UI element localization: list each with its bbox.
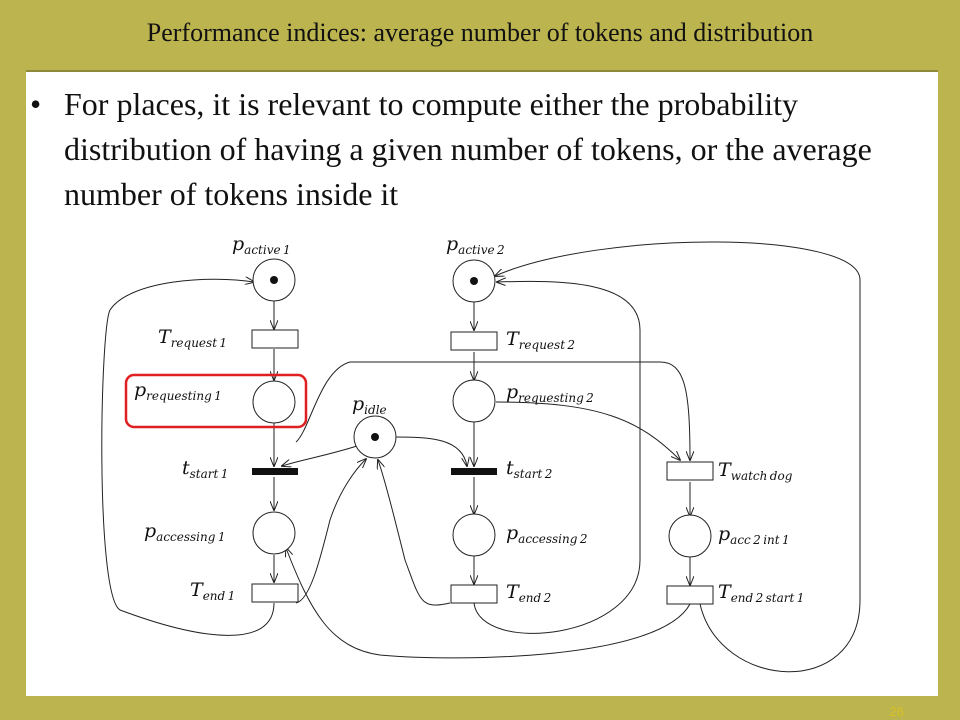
transition-t-start-1 bbox=[252, 468, 298, 475]
token-p-active-2 bbox=[470, 277, 478, 285]
token-p-active-1 bbox=[270, 276, 278, 284]
label-t-start-1: tstart 1 bbox=[182, 457, 228, 481]
place-p-accessing-1 bbox=[252, 511, 296, 555]
arc-idle-start1 bbox=[282, 444, 361, 466]
arc-end2-active2 bbox=[473, 281, 641, 634]
label-T-request-2: Trequest 2 bbox=[506, 328, 575, 352]
arc-end2-idle bbox=[378, 460, 451, 606]
transition-T-watch-dog bbox=[666, 461, 714, 481]
places-layer bbox=[252, 258, 712, 558]
label-T-end-2-start-1: Tend 2 start 1 bbox=[718, 581, 804, 605]
transition-T-end-1 bbox=[251, 583, 299, 603]
arc-end1-active1 bbox=[101, 279, 275, 636]
label-T-end-1: Tend 1 bbox=[190, 579, 235, 603]
labels-layer: pactive 1 prequesting 1 paccessing 1 pidle p… bbox=[134, 233, 804, 605]
transition-T-end-2-start-1 bbox=[666, 585, 714, 605]
arc-requesting2-watchdog bbox=[495, 401, 680, 460]
place-p-acc-2-int-1 bbox=[668, 514, 712, 558]
arc-idle-start2 bbox=[393, 436, 467, 466]
place-p-requesting-1 bbox=[252, 380, 296, 424]
arc-end2start1-accessing1 bbox=[286, 548, 691, 659]
label-p-requesting-1: prequesting 1 bbox=[134, 379, 222, 403]
label-T-end-2: Tend 2 bbox=[506, 581, 551, 605]
label-p-accessing-2: paccessing 2 bbox=[506, 522, 587, 546]
label-T-request-1: Trequest 1 bbox=[158, 326, 227, 350]
transition-T-request-1 bbox=[251, 329, 299, 349]
transition-t-start-2 bbox=[451, 468, 497, 475]
transitions-layer bbox=[251, 329, 714, 605]
label-p-acc-2-int-1: pacc 2 int 1 bbox=[718, 523, 790, 547]
arc-end1-idle bbox=[295, 459, 366, 604]
place-p-requesting-2 bbox=[452, 379, 496, 423]
transition-T-end-2 bbox=[450, 584, 498, 604]
page-number: 26 bbox=[889, 704, 904, 719]
arc-requesting1-watchdog bbox=[295, 361, 690, 460]
bullet-icon: • bbox=[30, 86, 42, 122]
label-p-requesting-2: prequesting 2 bbox=[506, 381, 594, 405]
label-p-idle: pidle bbox=[352, 393, 387, 417]
bullet-text: For places, it is relevant to compute ei… bbox=[64, 86, 872, 212]
label-t-start-2: tstart 2 bbox=[506, 457, 552, 481]
transition-T-request-2 bbox=[450, 331, 498, 351]
label-T-watch-dog: Twatch dog bbox=[718, 459, 793, 483]
label-p-active-1: pactive 1 bbox=[232, 233, 291, 257]
slide-title: Performance indices: average number of t… bbox=[146, 18, 814, 47]
token-p-idle bbox=[371, 433, 379, 441]
label-p-accessing-1: paccessing 1 bbox=[144, 520, 225, 544]
arc-end2start1-active2 bbox=[495, 241, 861, 673]
label-p-active-2: pactive 2 bbox=[446, 233, 505, 257]
place-p-accessing-2 bbox=[452, 513, 496, 557]
title-divider bbox=[26, 70, 938, 72]
highlight-box bbox=[124, 373, 308, 429]
